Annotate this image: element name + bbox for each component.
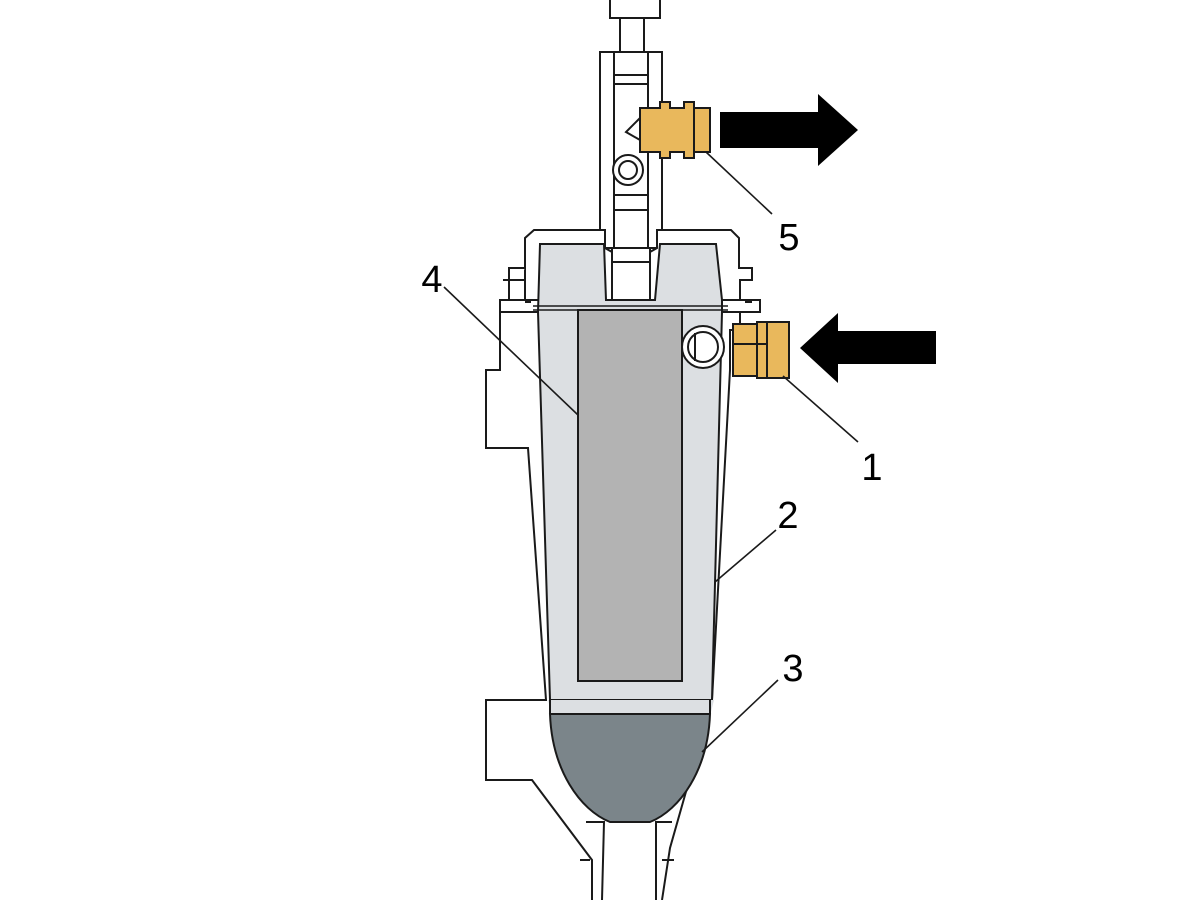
bowl-lower — [548, 700, 714, 716]
inlet-port — [681, 325, 725, 369]
inlet-fitting — [732, 321, 790, 379]
outlet-arrow — [720, 94, 858, 166]
callout-1: 1 — [861, 447, 882, 489]
outlet-fitting — [639, 101, 711, 159]
leader-line-4 — [443, 286, 579, 416]
callout-2: 2 — [777, 495, 798, 537]
leader-line-5 — [705, 151, 773, 215]
filter-element — [577, 309, 683, 682]
leader-line-3 — [701, 679, 779, 753]
callout-4: 4 — [421, 259, 442, 301]
leader-lines — [443, 151, 859, 753]
leader-line-2 — [714, 529, 777, 583]
callout-5: 5 — [778, 217, 799, 259]
bowl-lower-outline — [549, 700, 711, 714]
callout-3: 3 — [782, 648, 803, 690]
leader-line-1 — [782, 375, 859, 443]
sediment-zone — [548, 713, 712, 823]
inlet-arrow — [800, 313, 936, 383]
